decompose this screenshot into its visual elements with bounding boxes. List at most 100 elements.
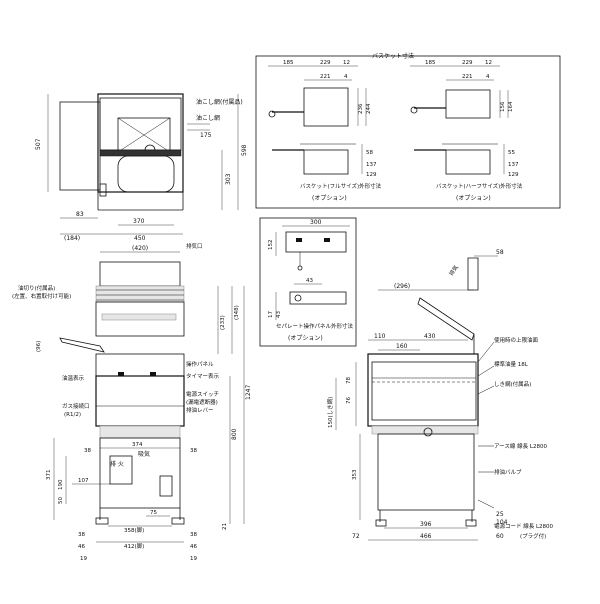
label-fire: 排 火 xyxy=(110,460,124,468)
dim-233: (233) xyxy=(220,315,226,330)
dim-236: 236 xyxy=(358,103,364,114)
dim-430: 430 xyxy=(424,333,436,340)
basket-half-size: 185 229 12 221 4 156 164 55 137 129 バスケッ… xyxy=(410,60,523,202)
label-exhaust: 排気口 xyxy=(186,242,203,250)
dim-58: 58 xyxy=(366,150,373,156)
dim-348: (348) xyxy=(234,305,240,320)
label-mesh: しき網(付属品) xyxy=(494,380,531,388)
basket-full-size: 185 229 12 221 4 236 244 58 137 129 バスケッ… xyxy=(268,60,382,202)
dim-43: 43 xyxy=(306,278,313,284)
label-earth-wire: アース線 線長 L2800 xyxy=(494,442,547,450)
basket-title: バスケット寸法 xyxy=(372,52,414,60)
label-crumb-basket: 油こし網 xyxy=(196,114,220,122)
label-gas-size: (R1/2) xyxy=(64,412,81,418)
label-oil-volume: 標準油量 18L xyxy=(494,360,529,368)
dim-46b: 46 xyxy=(190,544,197,550)
dim-38d: 38 xyxy=(190,532,197,538)
dim-137: 137 xyxy=(508,162,519,168)
dim-12: 12 xyxy=(485,60,492,66)
dim-420: (420) xyxy=(132,245,148,252)
dim-190: 190 xyxy=(58,479,64,490)
label-oil-level: 使用時の上限油面 xyxy=(494,336,539,344)
dim-229: 229 xyxy=(462,60,473,66)
label-strainer: 油こし網(付属品) xyxy=(196,98,243,106)
dim-50: 50 xyxy=(58,497,64,504)
dim-78: 78 xyxy=(346,377,352,384)
dim-229: 229 xyxy=(320,60,331,66)
dim-598: 598 xyxy=(241,144,248,156)
dim-137: 137 xyxy=(366,162,377,168)
dim-150-mesh: 150(しき網) xyxy=(326,397,334,428)
dim-25: 25 xyxy=(496,511,504,518)
dim-374: 374 xyxy=(132,442,143,448)
dim-185: 185 xyxy=(425,60,436,66)
dim-38b: 38 xyxy=(190,448,197,454)
dim-800: 800 xyxy=(231,428,238,440)
label-control-panel: 操作パネル xyxy=(186,360,214,368)
dim-83: 83 xyxy=(76,211,84,218)
dim-4: 4 xyxy=(486,74,490,80)
dim-43b: 43 xyxy=(276,311,282,318)
label-plug: (プラグ付) xyxy=(520,532,546,540)
dim-12: 12 xyxy=(343,60,350,66)
dim-76: 76 xyxy=(346,397,352,404)
dim-58: 58 xyxy=(496,249,504,256)
separate-panel-box: 300 152 43 17 43 セパレート操作パネル外形寸法 (オプション) xyxy=(259,217,357,347)
dim-175: 175 xyxy=(200,132,212,139)
dim-164: 164 xyxy=(508,101,514,112)
label-gas-inlet: ガス接続口 xyxy=(62,402,90,410)
dim-104: 104 xyxy=(496,519,508,526)
dim-72: 72 xyxy=(352,533,360,540)
dim-396: 396 xyxy=(420,521,432,528)
dim-353: 353 xyxy=(352,469,358,480)
dim-244: 244 xyxy=(366,103,372,114)
label-drain-lever: 排油レバー xyxy=(186,406,214,414)
dim-358-legs: 358(脚) xyxy=(124,526,144,534)
dim-371: 371 xyxy=(46,470,52,481)
dim-96: (96) xyxy=(36,341,42,352)
dim-107: 107 xyxy=(78,478,89,484)
dim-75: 75 xyxy=(150,510,157,516)
basket-dimensions-panel: バスケット寸法 185 229 12 221 4 236 244 58 137 … xyxy=(255,52,561,209)
dim-17: 17 xyxy=(268,311,274,318)
front-elevation-view: 排気口 油切り(付属品) (左置、右置取付け可能) 操作パネル 油温表示 タイマ… xyxy=(12,242,252,562)
top-plan-view: 507 598 303 175 油こし網(付属品) 油こし網 83 370 (1… xyxy=(35,93,248,242)
label-oil-drain-note: (左置、右置取付け可能) xyxy=(12,292,71,300)
dim-152: 152 xyxy=(268,240,274,251)
dim-221: 221 xyxy=(462,74,473,80)
caption-half-basket: バスケット(ハーフサイズ)外形寸法 xyxy=(436,182,523,190)
label-oil-drain-tray: 油切り(付属品) xyxy=(18,284,55,292)
label-timer-display: タイマー表示 xyxy=(186,372,220,380)
dim-129: 129 xyxy=(508,172,519,178)
label-leakage-breaker: (漏電遮断器) xyxy=(186,398,218,406)
dim-185: 185 xyxy=(283,60,294,66)
dim-46: 46 xyxy=(78,544,85,550)
dim-19b: 19 xyxy=(190,556,197,562)
dim-450: 450 xyxy=(134,235,146,242)
label-exhaust-arrow: 排気 xyxy=(447,263,460,277)
dim-4: 4 xyxy=(344,74,348,80)
dim-38a: 38 xyxy=(84,448,91,454)
dim-370: 370 xyxy=(133,218,145,225)
dim-466: 466 xyxy=(420,533,432,540)
dim-221: 221 xyxy=(320,74,331,80)
dim-412-legs: 412(脚) xyxy=(124,542,144,550)
dim-156: 156 xyxy=(500,101,506,112)
label-power-cord: 電源コード 線長 L2800 xyxy=(494,522,554,530)
option-label: (オプション) xyxy=(312,195,347,202)
dim-55: 55 xyxy=(508,150,515,156)
label-power-switch: 電源スイッチ xyxy=(186,390,219,398)
option-label: (オプション) xyxy=(456,195,491,202)
dim-296: (296) xyxy=(394,283,410,290)
dim-60: 60 xyxy=(496,533,504,540)
dim-21: 21 xyxy=(222,523,228,530)
caption-full-basket: バスケット(フルサイズ)外形寸法 xyxy=(300,182,382,190)
dim-110: 110 xyxy=(374,333,386,340)
dim-184: (184) xyxy=(64,235,80,242)
dim-160: 160 xyxy=(396,343,408,350)
dim-300: 300 xyxy=(310,219,322,226)
label-drain-valve: 排油バルブ xyxy=(494,468,522,476)
caption-separate-panel: セパレート操作パネル外形寸法 xyxy=(276,322,354,330)
